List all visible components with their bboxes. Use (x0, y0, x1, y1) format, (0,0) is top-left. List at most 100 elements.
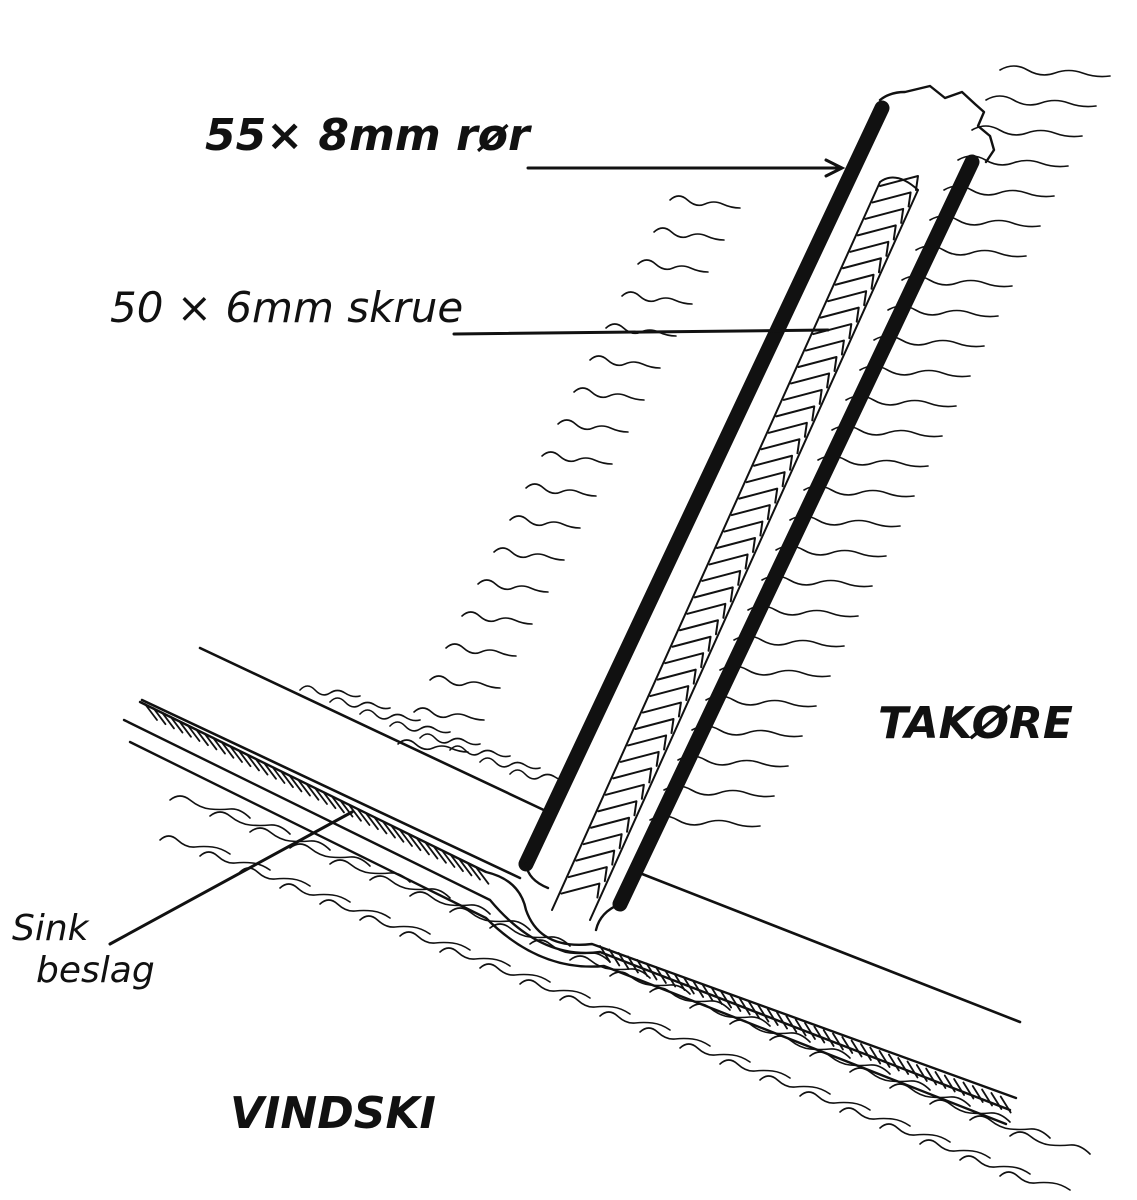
zinc-hatch-stroke (297, 778, 311, 797)
label-tube: 55× 8mm rør (205, 110, 532, 161)
zinc-hatch-stroke (748, 1001, 760, 1019)
grain-stroke-left (461, 611, 533, 625)
grain-stroke-lower (959, 1155, 1031, 1175)
tube-base-right (594, 902, 622, 932)
label-zinc-line2: beslag (36, 950, 155, 991)
zinc-hatch-stroke (869, 1046, 882, 1065)
zinc-leader-line (108, 810, 354, 946)
screw-thread (575, 849, 616, 866)
grain-stroke-lower (359, 915, 431, 935)
label-roof-eave: TAKØRE (878, 698, 1073, 749)
grain-stroke-left (653, 227, 725, 241)
zinc-hatch-stroke (382, 820, 396, 839)
screw-thread (864, 207, 905, 224)
zinc-hatch-stroke (990, 1092, 1003, 1110)
grain-stroke-lower (159, 835, 231, 855)
screw-leader-line (452, 328, 830, 336)
grain-stroke-eave (359, 709, 421, 722)
zinc-hatch-stroke (776, 1011, 788, 1030)
screw-thread (634, 718, 675, 734)
zinc-hatch-stroke (999, 1095, 1012, 1114)
screw-thread (723, 520, 764, 537)
grain-stroke-eave (329, 697, 391, 710)
screw-thread (760, 438, 801, 455)
screw-thread (627, 734, 668, 751)
eave-board (140, 646, 1022, 1024)
grain-stroke-left (605, 323, 677, 337)
label-zinc-line1: Sink (12, 908, 91, 949)
grain-stroke-lower (249, 827, 331, 851)
zinc-hatch-stroke (254, 757, 269, 776)
zinc-hatch-stroke (897, 1057, 910, 1075)
zinc-hatch-stroke (416, 837, 430, 856)
zinc-hatch-stroke (915, 1064, 928, 1082)
grain-stroke-lower (799, 1091, 871, 1111)
zinc-hatch-stroke (934, 1071, 947, 1089)
grain-stroke-lower (919, 1139, 991, 1159)
zinc-hatch-stroke (144, 703, 158, 721)
screw-thread (560, 882, 601, 899)
zinc-hatch-stroke (822, 1029, 835, 1047)
screw-left-edge (551, 181, 881, 911)
eave-board-top-edge (198, 646, 550, 814)
zinc-hatch-stroke (331, 795, 345, 814)
screw-thread-hatching (560, 175, 919, 899)
grain-stroke-lower (289, 843, 371, 867)
zinc-hatch-stroke (280, 770, 294, 789)
screw-thread (678, 619, 719, 636)
screw-thread (775, 405, 816, 422)
zinc-hatch-stroke (608, 948, 621, 967)
screw-thread (797, 356, 838, 372)
screw-thread (849, 240, 890, 257)
screw-thread (745, 471, 786, 488)
zinc-hatch-stroke (186, 724, 201, 742)
zinc-hatch-stroke (692, 980, 705, 998)
grain-stroke-eave (419, 733, 481, 746)
zinc-hatch-stroke (971, 1085, 984, 1103)
grain-stroke-left (573, 387, 645, 401)
zinc-hatch-stroke (599, 945, 611, 963)
zinc-hatch-stroke (673, 973, 686, 991)
zinc-hatch-stroke (953, 1078, 965, 1096)
zinc-hatch-stroke (424, 841, 439, 860)
grain-stroke-lower (839, 1107, 911, 1127)
zinc-hatch-stroke (832, 1032, 844, 1051)
screw-thread (879, 175, 919, 191)
screw-right-edge (589, 189, 919, 921)
zinc-hatch-stroke (161, 711, 175, 730)
zinc-hatch-stroke (314, 787, 328, 805)
zinc-hatch-stroke (925, 1067, 938, 1086)
zinc-hatch-stroke (794, 1018, 807, 1037)
zinc-hatch-stroke (943, 1074, 956, 1093)
screw-thread (604, 783, 645, 800)
zinc-hatch-stroke (720, 990, 733, 1009)
grain-stroke-left (397, 739, 469, 753)
tube-broken-top (878, 84, 996, 164)
grain-stroke-lower (1009, 1131, 1091, 1155)
grain-stroke-eave (479, 757, 541, 770)
grain-stroke-left (557, 419, 629, 433)
grain-stroke-lower (399, 931, 471, 951)
screw-thread (804, 339, 845, 356)
zinc-hatch-stroke (962, 1081, 975, 1100)
zinc-hatch-stroke (757, 1004, 770, 1023)
grain-stroke-left (493, 547, 565, 561)
zinc-hatch-stroke (645, 962, 658, 981)
screw-thread (841, 257, 882, 274)
grain-stroke-lower (319, 899, 391, 919)
screw-thread (693, 586, 734, 603)
zinc-hatch-stroke (655, 966, 667, 984)
screw-thread (597, 800, 638, 817)
eave-board-top-edge-right (630, 868, 1022, 1024)
zinc-hatch-stroke (203, 732, 218, 751)
screw-thread (664, 652, 705, 669)
zinc-hatch-stroke (804, 1022, 816, 1040)
zinc-hatch-stroke (841, 1036, 854, 1054)
zinc-hatch-stroke (399, 829, 413, 847)
grain-stroke-lower (369, 875, 451, 899)
label-barge-board: VINDSKI (230, 1088, 436, 1139)
zinc-hatch-stroke (701, 983, 714, 1002)
screw-tip (879, 176, 919, 191)
screw-thread (612, 767, 653, 784)
zinc-hatch-stroke (617, 952, 630, 970)
